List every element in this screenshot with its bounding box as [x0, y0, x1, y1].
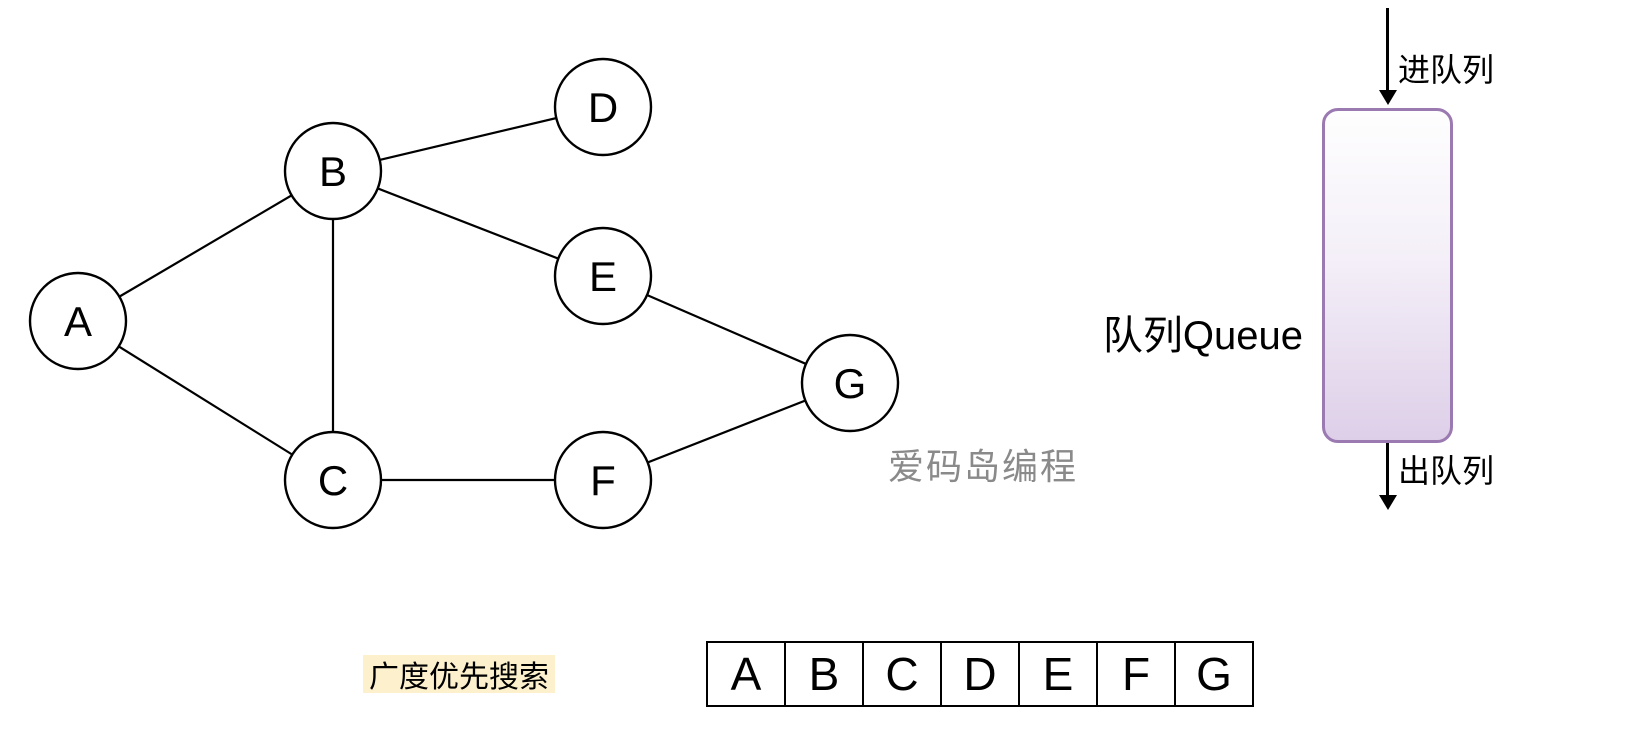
- result-cell-D: D: [940, 641, 1020, 707]
- graph-node-B: [283, 121, 383, 221]
- graph-node-label-C: C: [318, 457, 348, 504]
- dequeue-arrow-icon: [1379, 443, 1397, 510]
- result-cell-G: G: [1174, 641, 1254, 707]
- enqueue-arrow-shaft: [1386, 8, 1389, 94]
- graph-node-label-D: D: [588, 84, 618, 131]
- enqueue-label: 进队列: [1398, 52, 1495, 88]
- graph-node-label-A: A: [64, 298, 92, 345]
- watermark: 爱码岛编程: [888, 447, 1079, 488]
- enqueue-arrowhead-icon: [1379, 90, 1397, 105]
- bfs-caption: 广度优先搜索: [363, 655, 555, 694]
- graph-edge-A-C: [77, 320, 334, 481]
- graph-node-C: [283, 430, 383, 530]
- graph-node-label-F: F: [590, 457, 616, 504]
- graph-diagram: A B C D E F G: [28, 57, 900, 530]
- result-cell-B: B: [784, 641, 864, 707]
- graph-node-A: [28, 271, 128, 371]
- dequeue-label: 出队列: [1398, 453, 1495, 489]
- result-cell-F: F: [1096, 641, 1176, 707]
- graph-node-G: [800, 333, 900, 433]
- result-cell-A: A: [706, 641, 786, 707]
- queue-title: 队列Queue: [1102, 314, 1303, 358]
- graph-edge-A-B: [77, 170, 334, 322]
- dequeue-arrowhead-icon: [1379, 495, 1397, 510]
- graph-node-D: [553, 57, 653, 157]
- graph-node-label-B: B: [319, 148, 347, 195]
- graph-node-label-G: G: [834, 360, 867, 407]
- enqueue-arrow-icon: [1379, 8, 1397, 105]
- graph-node-label-E: E: [589, 253, 617, 300]
- graph-node-F: [553, 430, 653, 530]
- graph-node-E: [553, 226, 653, 326]
- result-cell-E: E: [1018, 641, 1098, 707]
- queue-container: [1322, 108, 1453, 443]
- result-cell-C: C: [862, 641, 942, 707]
- dequeue-arrow-shaft: [1386, 443, 1389, 499]
